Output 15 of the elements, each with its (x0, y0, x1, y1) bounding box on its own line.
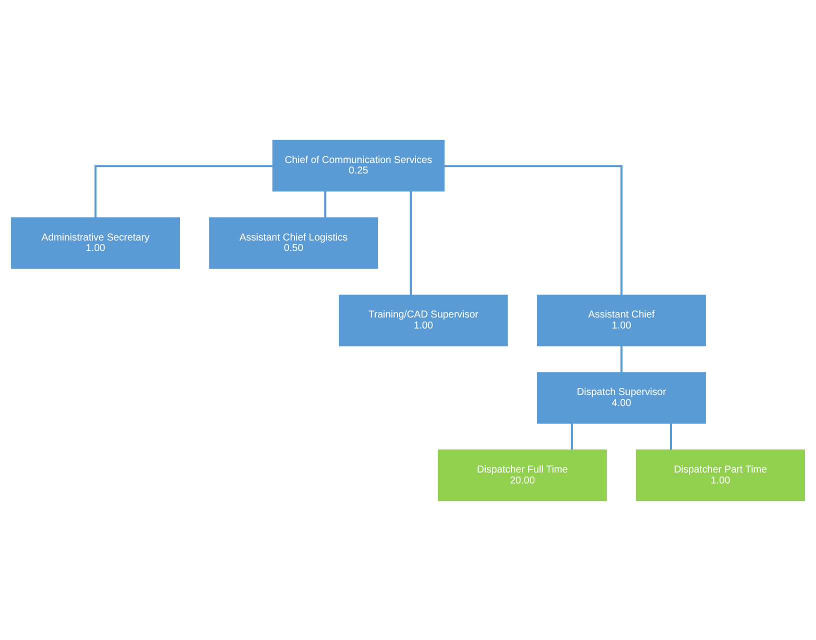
connector (620, 346, 622, 372)
connector (444, 164, 622, 294)
node-box: Assistant Chief Logistics 0.50 (209, 216, 378, 268)
node-box: Chief of Communication Services 0.25 (272, 139, 445, 191)
connector (570, 422, 573, 450)
node-box: Administrative Secretary 1.00 (11, 216, 180, 268)
node-box: Dispatch Supervisor 4.00 (537, 372, 706, 424)
node-box: Dispatcher Part Time 1.00 (636, 448, 805, 501)
node-box: Assistant Chief 1.00 (537, 294, 706, 346)
connector (324, 190, 326, 218)
connector (670, 422, 672, 450)
connector (94, 164, 273, 218)
node-box: Dispatcher Full Time 20.00 (438, 448, 607, 501)
node-box: Training/CAD Supervisor 1.00 (338, 294, 508, 346)
connector (410, 190, 412, 294)
